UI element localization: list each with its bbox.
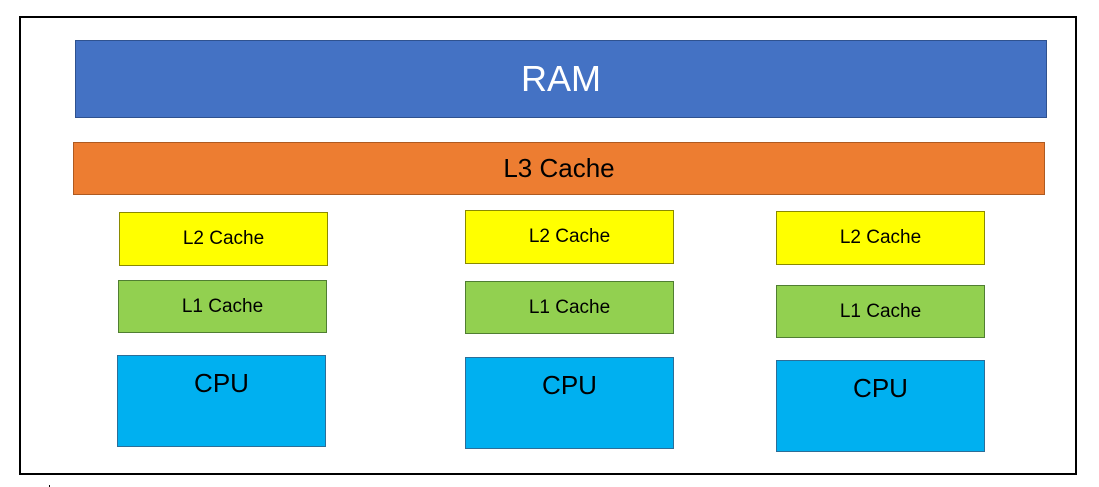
ram-block: RAM [75,40,1047,118]
l3-cache-block: L3 Cache [73,142,1045,195]
core-3-l2-cache-label: L2 Cache [839,227,922,248]
core-1-l2-cache-block: L2 Cache [119,212,328,266]
ram-label: RAM [521,58,601,99]
core-2-l1-cache-block: L1 Cache [465,281,674,334]
core-1-l1-cache-label: L1 Cache [181,295,264,317]
core-1-cpu-label: CPU [194,368,249,398]
core-3-l2-cache-block: L2 Cache [776,211,985,265]
core-2-cpu-block: CPU [465,357,674,449]
stray-mark [49,485,50,487]
core-2-cpu-label: CPU [542,370,597,400]
core-1-l1-cache-block: L1 Cache [118,280,327,333]
core-3-cpu-block: CPU [776,360,985,452]
core-3-cpu-label: CPU [853,373,908,403]
core-2-l2-cache-block: L2 Cache [465,210,674,264]
l3-cache-label: L3 Cache [503,153,615,183]
core-1-cpu-block: CPU [117,355,326,447]
core-3-l1-cache-label: L1 Cache [839,300,922,322]
core-2-l1-cache-label: L1 Cache [528,296,611,318]
core-1-l2-cache-label: L2 Cache [182,228,265,249]
core-3-l1-cache-block: L1 Cache [776,285,985,338]
core-2-l2-cache-label: L2 Cache [528,226,611,247]
